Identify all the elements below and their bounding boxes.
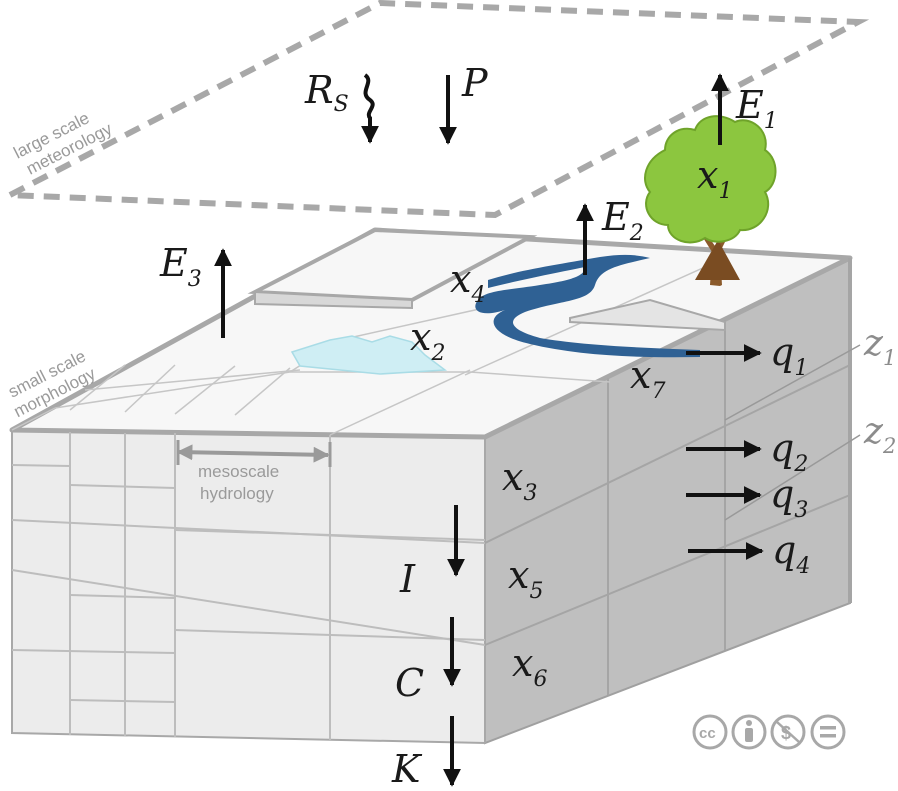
rs-arrow (361, 73, 379, 144)
cc-text: cc (699, 725, 716, 742)
front-layer-lines (11, 432, 486, 740)
x7-label: x7 (630, 353, 665, 404)
x4-label: x4 (450, 257, 485, 308)
math-labels: RS P E1 x1 E2 E3 x4 x2 x7 q1 q2 q3 q4 z1… (159, 61, 896, 791)
tree-canopy (644, 115, 777, 244)
plateau-side (254, 290, 413, 310)
license-icons: cc $ (692, 714, 846, 750)
q2-label: q2 (770, 426, 808, 477)
e3-label: E3 (159, 241, 202, 292)
x1-label: x1 (697, 153, 732, 204)
z1-label: z1 (863, 323, 896, 370)
svg-text:$: $ (781, 723, 791, 743)
q4-label: q4 (772, 528, 810, 579)
mesoscale-line1: mesoscale (198, 462, 279, 481)
x2-label: x2 (410, 315, 445, 366)
side-layer-lines (484, 258, 852, 695)
e1-label: E1 (735, 83, 778, 134)
x3-label: x3 (502, 455, 537, 506)
mesoscale-arrow (176, 444, 330, 463)
e2-label: E2 (601, 195, 644, 246)
x5-label: x5 (508, 553, 543, 604)
z1-line (724, 344, 861, 421)
i-label: I (399, 557, 416, 601)
x6-label: x6 (512, 641, 547, 692)
z2-label: z2 (863, 411, 896, 458)
mesoscale-line2: hydrology (200, 484, 274, 503)
by-icon (731, 714, 767, 750)
river (475, 254, 700, 358)
nd-icon (810, 714, 846, 750)
cc-icon: cc (692, 714, 728, 750)
z2-line (724, 434, 861, 521)
nc-icon: $ (770, 714, 806, 750)
meteorology-plane (0, 0, 870, 219)
tree (644, 115, 777, 286)
k-label: K (391, 747, 423, 791)
rs-label: RS (304, 68, 349, 117)
c-label: C (395, 661, 424, 705)
small-block-top (569, 298, 726, 332)
q1-label: q1 (770, 330, 808, 381)
p-label: P (461, 61, 489, 105)
glacier (290, 335, 448, 375)
q3-label: q3 (770, 472, 808, 523)
flux-arrows (214, 73, 764, 787)
